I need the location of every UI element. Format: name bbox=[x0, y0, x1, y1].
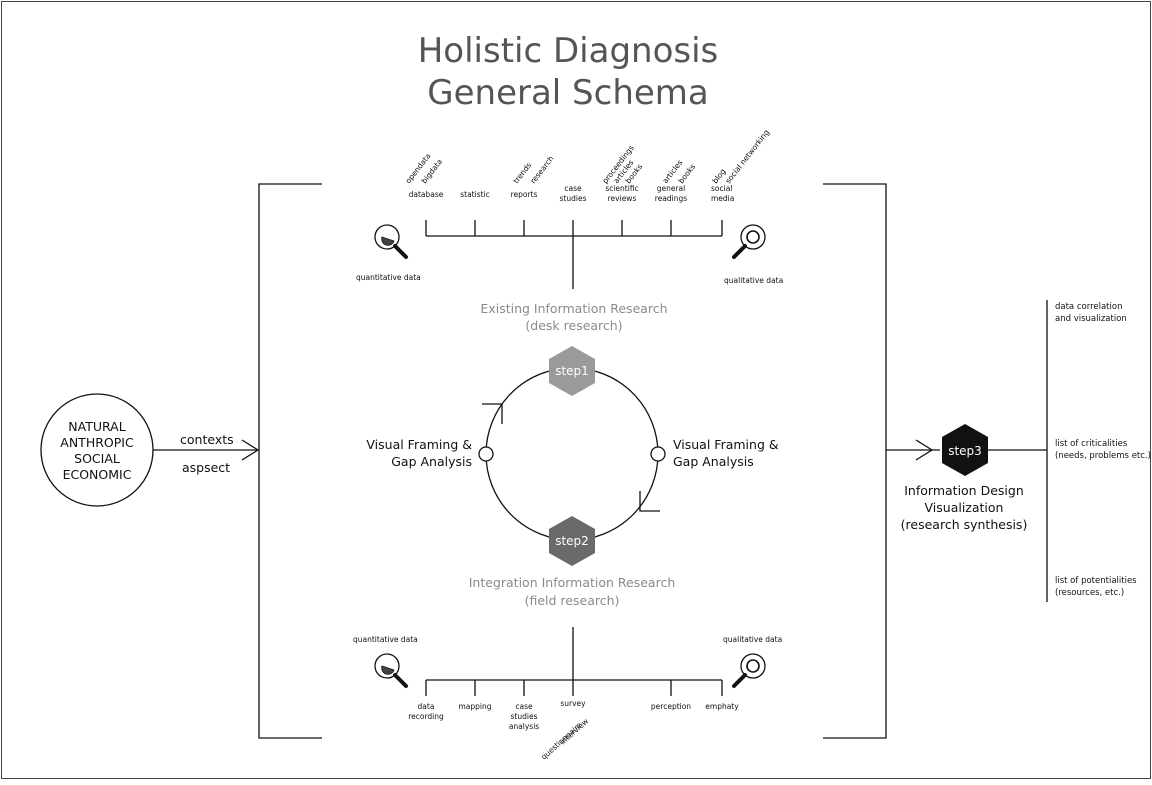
bottom-cat-perception: perception bbox=[651, 702, 691, 711]
bottom-cat-mapping: mapping bbox=[458, 702, 491, 711]
phase2-title: Integration Information Research bbox=[469, 575, 676, 590]
step1-label: step1 bbox=[555, 364, 589, 378]
result-2-line-1: list of criticalities bbox=[1055, 439, 1128, 449]
top-cat-studies: studies bbox=[560, 194, 587, 203]
top-qualitative-label: qualitative data bbox=[724, 276, 783, 285]
output-arrow-head bbox=[915, 439, 934, 461]
left-bracket bbox=[258, 183, 322, 739]
title-line-2: General Schema bbox=[427, 73, 709, 113]
right-bracket bbox=[823, 183, 887, 739]
top-cat-database: database bbox=[409, 190, 444, 199]
phase2-subtitle: (field research) bbox=[525, 593, 620, 608]
input-label-social: SOCIAL bbox=[74, 451, 120, 466]
bottom-qualitative-magnifier-icon bbox=[732, 653, 766, 688]
top-cat-general: general bbox=[657, 184, 686, 193]
top-tag-research: research bbox=[528, 154, 555, 185]
step2-label: step2 bbox=[555, 534, 589, 548]
cycle-arrow-left-icon bbox=[482, 403, 503, 424]
bottom-cat-data: data bbox=[418, 702, 435, 711]
top-timeline: database statistic reports case studies … bbox=[356, 128, 783, 289]
phase1-subtitle: (desk research) bbox=[525, 318, 622, 333]
bottom-quantitative-magnifier-icon bbox=[374, 653, 408, 688]
bottom-cat-studies: studies bbox=[511, 712, 538, 721]
result-1-line-1: data correlation bbox=[1055, 302, 1122, 312]
bottom-cat-emphaty: emphaty bbox=[705, 702, 739, 711]
top-cat-reports: reports bbox=[511, 190, 538, 199]
top-quantitative-label: quantitative data bbox=[356, 273, 421, 282]
top-cat-readings: readings bbox=[655, 194, 687, 203]
bottom-timeline: data recording mapping case studies anal… bbox=[353, 627, 782, 761]
right-node-circle bbox=[650, 446, 666, 462]
left-node-label-1: Visual Framing & bbox=[366, 437, 472, 452]
top-cat-media: media bbox=[711, 194, 734, 203]
left-node-circle bbox=[478, 446, 494, 462]
right-node-label-1: Visual Framing & bbox=[673, 437, 779, 452]
step2-hexagon bbox=[549, 516, 595, 566]
step3-label: step3 bbox=[948, 444, 982, 458]
step1-hexagon bbox=[549, 346, 595, 396]
qualitative-magnifier-icon bbox=[732, 224, 766, 259]
top-tag-blog: blog bbox=[710, 167, 727, 185]
input-label-economic: ECONOMIC bbox=[63, 467, 132, 482]
result-3-line-2: (resources, etc.) bbox=[1055, 588, 1124, 598]
right-node-label-2: Gap Analysis bbox=[673, 454, 754, 469]
arrow-label-contexts: contexts bbox=[180, 432, 234, 447]
top-cat-case: case bbox=[564, 184, 582, 193]
input-label-anthropic: ANTHROPIC bbox=[60, 435, 134, 450]
title-line-1: Holistic Diagnosis bbox=[418, 31, 719, 71]
result-3-line-1: list of potentialities bbox=[1055, 576, 1137, 586]
phase1-title: Existing Information Research bbox=[480, 301, 667, 316]
bottom-cat-case: case bbox=[515, 702, 533, 711]
top-cat-statistic: statistic bbox=[460, 190, 490, 199]
arrow-label-aspect: aspsect bbox=[182, 460, 230, 475]
output-title-2: Visualization bbox=[925, 500, 1004, 515]
bottom-cat-survey: survey bbox=[560, 699, 586, 708]
output-title-3: (research synthesis) bbox=[901, 517, 1028, 532]
step3-hexagon bbox=[942, 424, 988, 476]
left-node-label-2: Gap Analysis bbox=[391, 454, 472, 469]
output-title-1: Information Design bbox=[904, 483, 1024, 498]
input-label-natural: NATURAL bbox=[68, 419, 125, 434]
top-cat-scientific: scientific bbox=[605, 184, 638, 193]
input-circle bbox=[40, 393, 154, 507]
bottom-qualitative-label: qualitative data bbox=[723, 635, 782, 644]
top-tag-social-networking: social networking bbox=[723, 128, 771, 186]
top-cat-reviews: reviews bbox=[608, 194, 637, 203]
bottom-quantitative-label: quantitative data bbox=[353, 635, 418, 644]
result-1-line-2: and visualization bbox=[1055, 314, 1127, 324]
top-cat-social: social bbox=[711, 184, 732, 193]
cycle-arrow-right-icon bbox=[639, 491, 660, 512]
input-arrow-head bbox=[241, 439, 260, 461]
quantitative-magnifier-icon bbox=[374, 224, 408, 259]
result-2-line-2: (needs, problems etc.) bbox=[1055, 451, 1151, 461]
bottom-tag-interview: interview bbox=[558, 717, 590, 747]
bottom-cat-recording: recording bbox=[408, 712, 444, 721]
bottom-cat-analysis: analysis bbox=[509, 722, 539, 731]
